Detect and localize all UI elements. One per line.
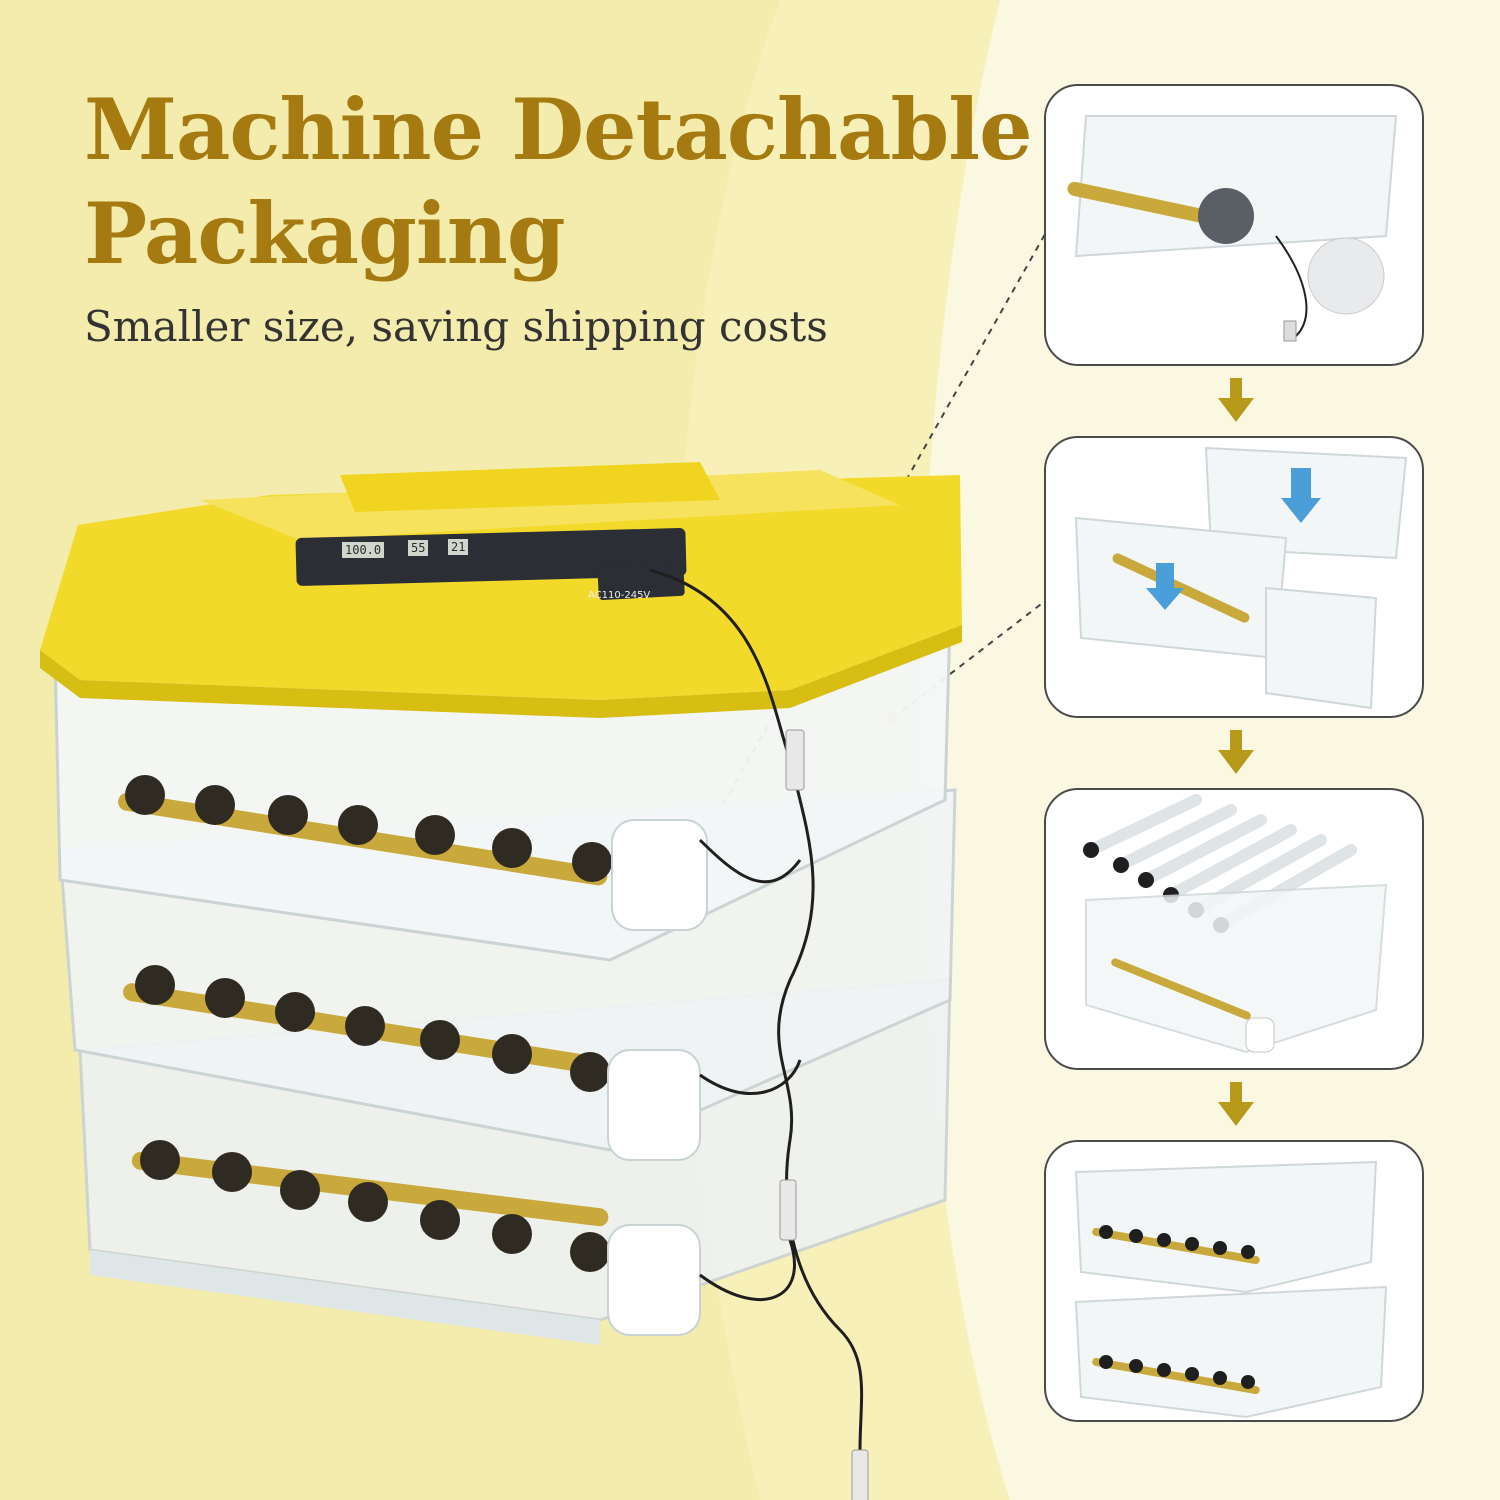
- step-panel-2: [1044, 436, 1424, 718]
- lcd-temperature: 100.0: [342, 542, 385, 558]
- lcd-humidity: 55: [408, 540, 429, 556]
- page-title: Machine Detachable Packaging: [84, 78, 1033, 286]
- step-panel-1: [1044, 84, 1424, 366]
- step-panel-4: [1044, 1140, 1424, 1422]
- control-panel: [295, 528, 687, 586]
- motor-cover-icon: [1307, 237, 1385, 315]
- lcd-days: 21: [448, 539, 469, 555]
- title-line-1: Machine Detachable: [84, 80, 1033, 179]
- step-panel-3: [1044, 788, 1424, 1070]
- down-arrow-icon: [1218, 730, 1254, 774]
- title-line-2: Packaging: [84, 184, 566, 283]
- cable-connector: [785, 729, 805, 791]
- down-arrow-icon: [1218, 378, 1254, 422]
- voltage-label: AC110-245V: [588, 590, 651, 601]
- cable-plug: [851, 1449, 869, 1500]
- subtitle: Smaller size, saving shipping costs: [84, 302, 828, 351]
- insert-arrow-icon: [1281, 468, 1321, 523]
- down-arrow-icon: [1218, 1082, 1254, 1126]
- incubator-lid: [40, 462, 962, 718]
- power-cable: [649, 568, 864, 1451]
- motor-icon: [1198, 188, 1254, 244]
- tray-bottom: [78, 978, 952, 1345]
